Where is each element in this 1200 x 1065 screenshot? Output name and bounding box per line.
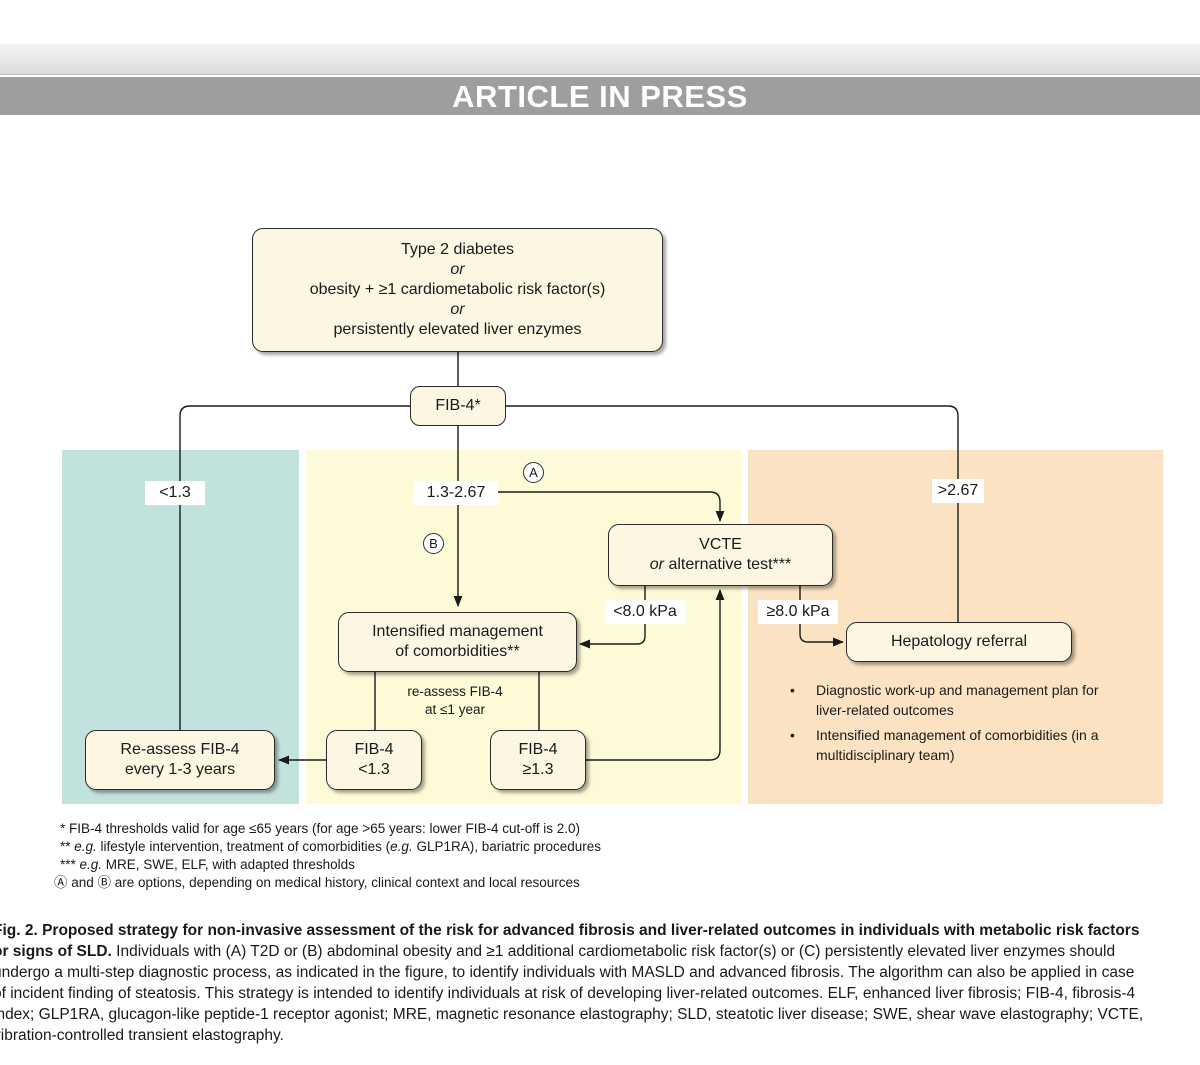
article-in-press-banner: ARTICLE IN PRESS — [0, 77, 1200, 115]
bullet-1-line2: liver-related outcomes — [816, 702, 954, 718]
hepatology-referral-box: Hepatology referral — [846, 622, 1072, 662]
caption-line-2: or signs of SLD. Individuals with (A) T2… — [0, 943, 1116, 960]
intensified-line1: Intensified management — [372, 623, 543, 640]
connector-fib4-high — [506, 405, 959, 622]
fib4-label: FIB-4* — [435, 397, 481, 414]
caption-line-4: of incident finding of steatosis. This s… — [0, 985, 1136, 1002]
hepatology-label: Hepatology referral — [890, 633, 1028, 650]
caption-line-6: vibration-controlled transient elastogra… — [0, 1027, 284, 1044]
footnote-1: * FIB-4 thresholds valid for age ≤65 yea… — [60, 821, 581, 836]
reassess-annotation-line1: re-assess FIB-4 — [407, 684, 503, 699]
entry-criteria-box: Type 2 diabetes or obesity + ≥1 cardiome… — [252, 228, 663, 352]
bullet-1-line1: Diagnostic work-up and management plan f… — [816, 682, 1099, 698]
vcte-line1: VCTE — [699, 536, 742, 553]
footnote-2: ** e.g. lifestyle intervention, treatmen… — [60, 839, 602, 854]
banner-text: ARTICLE IN PRESS — [452, 79, 748, 114]
bullet-marker: • — [790, 727, 795, 743]
fib4-high-box: FIB-4 ≥1.3 — [490, 730, 586, 790]
option-a-marker: A — [523, 462, 544, 483]
caption-line-3: undergo a multi-step diagnostic process,… — [0, 964, 1135, 981]
vcte-line2: or alternative test*** — [650, 555, 791, 575]
fib4-low-box: FIB-4 <1.3 — [326, 730, 422, 790]
bullet-item: • Diagnostic work-up and management plan… — [790, 680, 1150, 720]
label-kpa-high: ≥8.0 kPa — [758, 600, 838, 624]
caption-line-5: index; GLP1RA, glucagon-like peptide-1 r… — [0, 1006, 1144, 1023]
bullet-2-line2: multidisciplinary team) — [816, 747, 955, 763]
vcte-box: VCTE or alternative test*** — [608, 524, 833, 586]
figure-caption: Fig. 2. Proposed strategy for non-invasi… — [0, 920, 1200, 1046]
label-low-threshold: <1.3 — [145, 481, 205, 505]
connector-fib4-high-vcte — [586, 588, 725, 761]
vcte-or: or — [649, 556, 665, 573]
option-b-marker: B — [423, 533, 444, 554]
reassess-line1: Re-assess FIB-4 — [120, 741, 240, 758]
fib4-high-line1: FIB-4 — [518, 741, 558, 758]
reassess-annotation-line2: at ≤1 year — [425, 702, 485, 717]
label-mid-threshold: 1.3-2.67 — [414, 481, 498, 505]
vcte-alt: alternative test*** — [668, 556, 792, 573]
label-high-threshold: >2.67 — [932, 479, 984, 503]
connector-vcte-hepatology — [799, 586, 845, 647]
entry-or-2: or — [450, 301, 465, 318]
connector-option-a-vcte — [458, 491, 725, 523]
bullet-2-line1: Intensified management of comorbidities … — [816, 727, 1099, 743]
intensified-management-box: Intensified management of comorbidities*… — [338, 612, 577, 672]
fib4-low-line1: FIB-4 — [354, 741, 394, 758]
connector-fib4-low — [179, 405, 410, 730]
fib4-low-line2: <1.3 — [358, 761, 390, 778]
reassess-line2: every 1-3 years — [124, 761, 236, 778]
entry-line-liver-enzymes: persistently elevated liver enzymes — [333, 321, 582, 338]
fib4-high-line2: ≥1.3 — [522, 761, 554, 778]
hepatology-bullets: • Diagnostic work-up and management plan… — [790, 680, 1150, 770]
label-kpa-low: <8.0 kPa — [605, 600, 685, 624]
bullet-item: • Intensified management of comorbiditie… — [790, 725, 1150, 765]
entry-line-t2d: Type 2 diabetes — [401, 241, 514, 258]
footnote-3: *** e.g. MRE, SWE, ELF, with adapted thr… — [60, 857, 355, 872]
top-toolbar-bar — [0, 44, 1200, 75]
entry-or-1: or — [450, 261, 465, 278]
footnote-4: Ⓐ and Ⓑ are options, depending on medica… — [54, 875, 580, 890]
reassess-annotation: re-assess FIB-4 at ≤1 year — [380, 683, 530, 719]
figure-footnotes: * FIB-4 thresholds valid for age ≤65 yea… — [54, 820, 602, 892]
connector-vcte-intensified — [578, 586, 646, 649]
caption-line-1: Fig. 2. Proposed strategy for non-invasi… — [0, 922, 1140, 939]
entry-line-obesity: obesity + ≥1 cardiometabolic risk factor… — [309, 281, 606, 298]
bullet-marker: • — [790, 682, 795, 698]
reassess-fib4-box: Re-assess FIB-4 every 1-3 years — [85, 730, 275, 790]
intensified-line2: of comorbidities** — [395, 643, 520, 660]
fib4-box: FIB-4* — [410, 386, 506, 426]
